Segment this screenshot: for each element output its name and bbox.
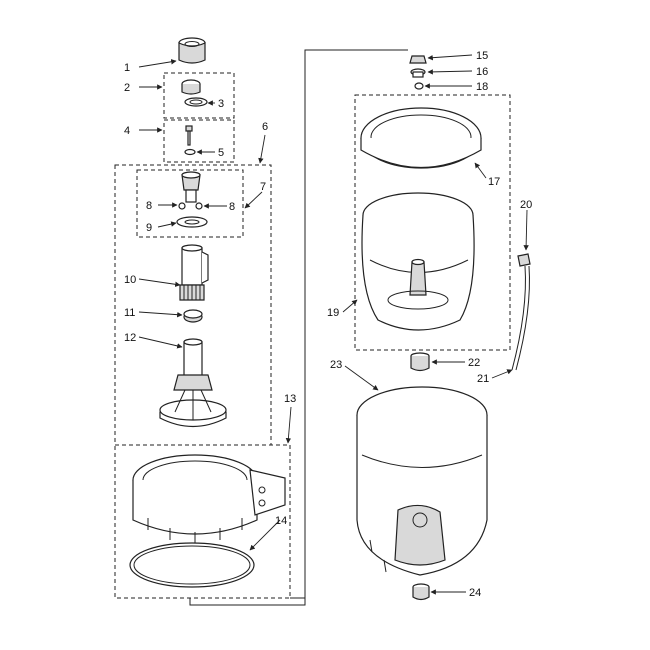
- callout-22: 22: [468, 357, 480, 369]
- leader-lines: [138, 54, 529, 595]
- connector-line-bottom: [189, 598, 306, 606]
- callout-labels: 1 2 3 4 5 6 7 8 8 9 10 11 12 13 14 15 16…: [124, 50, 532, 599]
- group-box-13: [114, 444, 291, 599]
- seal-part: [181, 79, 208, 107]
- group-box-4: [163, 119, 235, 163]
- callout-14: 14: [275, 515, 287, 527]
- basket-part: [361, 192, 475, 331]
- drive-block-part: [410, 352, 430, 372]
- callout-6: 6: [262, 121, 268, 133]
- connector-line: [290, 49, 408, 599]
- bushing-part: [183, 309, 203, 323]
- callout-20: 20: [520, 199, 532, 211]
- drain-nut-part: [412, 583, 430, 601]
- callout-16: 16: [476, 66, 488, 78]
- callout-11: 11: [124, 307, 135, 319]
- callout-7: 7: [260, 181, 266, 193]
- callout-9: 9: [146, 222, 152, 234]
- callout-2: 2: [124, 82, 130, 94]
- callout-17: 17: [488, 176, 500, 188]
- group-box-17: [354, 94, 511, 351]
- callout-8b: 8: [229, 201, 235, 213]
- callout-5: 5: [218, 147, 224, 159]
- callout-24: 24: [469, 587, 481, 599]
- tub-ring-part: [129, 454, 286, 588]
- cam-assembly-part: [176, 171, 208, 228]
- group-box-2: [163, 72, 235, 119]
- callout-15: 15: [476, 50, 488, 62]
- callout-8a: 8: [146, 200, 152, 212]
- bolt-part: [184, 125, 196, 156]
- agitator-base-part: [159, 338, 227, 427]
- callout-3: 3: [218, 98, 224, 110]
- callout-19: 19: [327, 307, 339, 319]
- outer-tub-part: [356, 386, 488, 576]
- hose-part: [511, 253, 531, 371]
- callout-21: 21: [477, 373, 489, 385]
- callout-13: 13: [284, 393, 296, 405]
- callout-23: 23: [330, 359, 342, 371]
- agitator-cap-part: [178, 37, 206, 64]
- callout-4: 4: [124, 125, 130, 137]
- balance-ring-part: [360, 107, 482, 169]
- spline-shaft-part: [179, 244, 209, 301]
- callout-10: 10: [124, 274, 136, 286]
- group-box-7: [136, 169, 244, 238]
- callout-18: 18: [476, 81, 488, 93]
- callout-1: 1: [124, 62, 130, 74]
- callout-12: 12: [124, 332, 136, 344]
- nut-stack-part: [409, 55, 427, 90]
